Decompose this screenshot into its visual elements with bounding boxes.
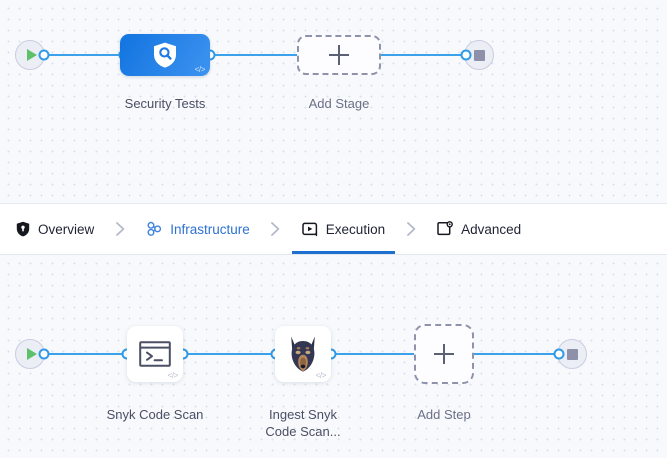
- code-badge: </>: [167, 371, 179, 380]
- tab-execution[interactable]: Execution: [291, 204, 396, 254]
- tab-label-execution: Execution: [325, 221, 386, 237]
- play-icon: [26, 348, 37, 360]
- plus-icon: [434, 344, 454, 364]
- step-node-label-ingest-snyk-code-scan: Ingest Snyk Code Scan...: [265, 407, 341, 439]
- add-stage-label: Add Stage: [308, 96, 370, 111]
- shield-search-icon: [152, 41, 178, 69]
- stop-icon: [473, 49, 485, 61]
- edge-start-to-security-tests: [34, 54, 124, 56]
- stage-graph-canvas[interactable]: </> Security Tests Add Stage: [0, 0, 667, 203]
- tab-label-advanced: Advanced: [461, 221, 522, 237]
- add-step-label: Add Step: [417, 407, 471, 422]
- stage-node-label-security-tests: Security Tests: [124, 96, 206, 111]
- terminal-icon: [139, 341, 171, 367]
- add-step-button[interactable]: [414, 324, 474, 384]
- chevron-right-icon: [389, 204, 433, 254]
- infrastructure-nodes-icon: [146, 221, 163, 238]
- add-stage-button[interactable]: [297, 35, 381, 75]
- edge-snyk-code-scan-to-ingest: [183, 353, 276, 355]
- step-graph-canvas[interactable]: </> Snyk Code Scan: [0, 255, 667, 458]
- code-badge: </>: [315, 371, 327, 380]
- chevron-right-icon: [98, 204, 142, 254]
- port-start-out[interactable]: [38, 49, 50, 61]
- edge-security-tests-to-add-stage: [210, 54, 302, 56]
- code-badge: </>: [194, 65, 206, 74]
- shield-icon: [14, 221, 31, 238]
- stage-node-security-tests[interactable]: </>: [120, 34, 210, 76]
- tab-label-infrastructure: Infrastructure: [170, 221, 250, 237]
- edge-start-to-snyk-code-scan: [34, 353, 127, 355]
- tab-infrastructure[interactable]: Infrastructure: [142, 204, 254, 254]
- pipeline-section-tabbar[interactable]: Overview Infrastructure: [0, 203, 667, 255]
- port-step-end-in[interactable]: [553, 348, 565, 360]
- execution-play-box-icon: [302, 221, 319, 238]
- plus-icon: [329, 45, 349, 65]
- stop-icon: [566, 348, 578, 360]
- step-node-label-snyk-code-scan: Snyk Code Scan: [106, 407, 204, 422]
- tab-overview[interactable]: Overview: [10, 204, 98, 254]
- tab-advanced[interactable]: Advanced: [433, 204, 525, 254]
- pipeline-end-node[interactable]: [464, 40, 494, 70]
- edge-add-stage-to-end: [378, 54, 478, 56]
- port-end-in[interactable]: [460, 49, 472, 61]
- chevron-right-icon: [254, 204, 298, 254]
- step-node-snyk-code-scan[interactable]: </>: [127, 326, 183, 382]
- advanced-gear-box-icon: [437, 221, 454, 238]
- play-icon: [26, 49, 37, 61]
- edge-add-step-to-end: [474, 353, 564, 355]
- tab-label-overview: Overview: [38, 221, 95, 237]
- step-start-node[interactable]: [15, 339, 45, 369]
- doberman-icon: [286, 335, 320, 373]
- step-node-ingest-snyk-code-scan[interactable]: </>: [275, 326, 331, 382]
- port-step-start-out[interactable]: [38, 348, 50, 360]
- edge-ingest-to-add-step: [331, 353, 415, 355]
